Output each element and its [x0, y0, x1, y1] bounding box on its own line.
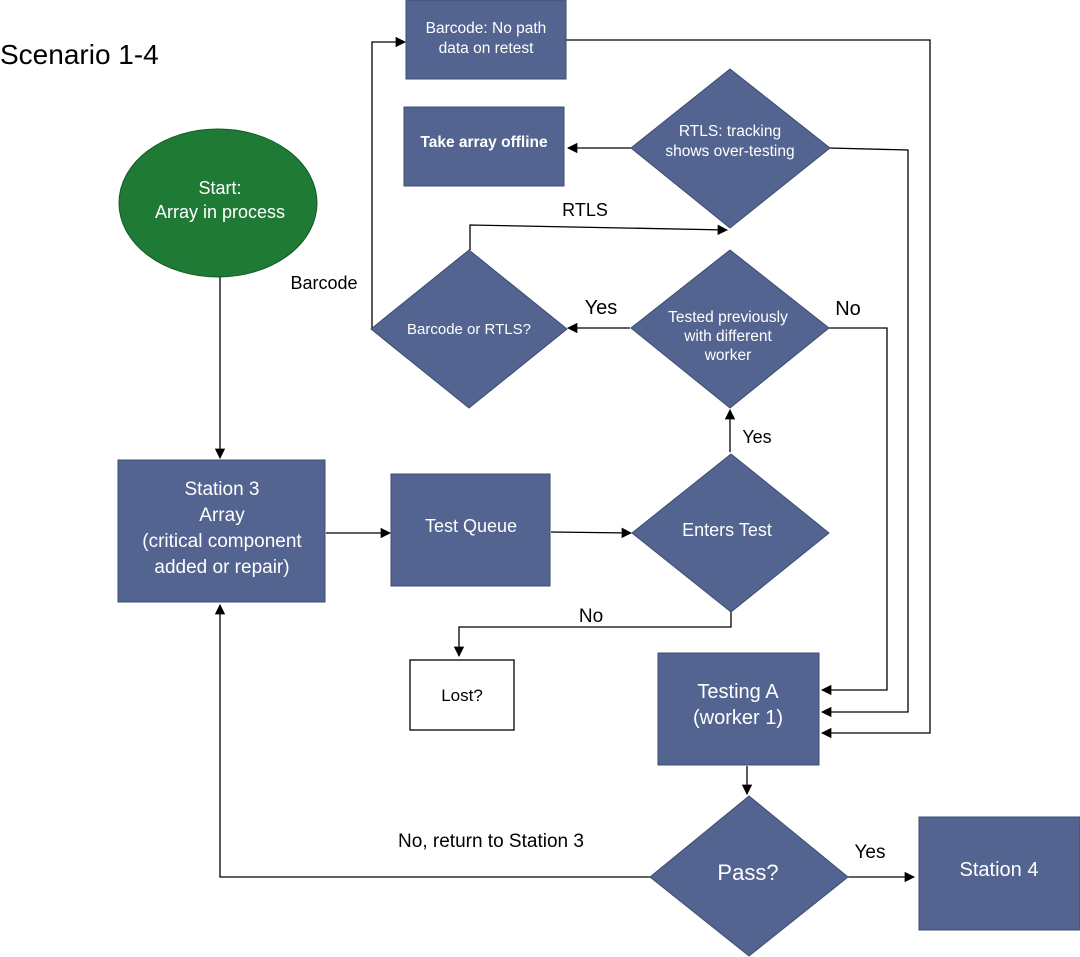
- station4-node: Station 4: [918, 816, 1080, 931]
- testing-a-label-line2: (worker 1): [693, 707, 783, 729]
- test-queue-label: Test Queue: [425, 516, 517, 536]
- barcode-rtls-node: Barcode or RTLS?: [370, 249, 568, 409]
- edge-barcode-rtls-to-barcode-no-path: [371, 36, 407, 329]
- station3-label-line1: Station 3: [185, 479, 260, 500]
- start-node: Start: Array in process: [118, 128, 318, 278]
- pass-node: Pass?: [649, 795, 849, 957]
- enters-test-label: Enters Test: [682, 520, 772, 540]
- edge-label-yes-barcode-rtls: Yes: [585, 297, 618, 319]
- edge-barcode-rtls-to-rtls-tracking: [469, 224, 729, 250]
- tested-prev-label-line2: with different: [683, 328, 772, 345]
- edge-pass-to-station3: [214, 603, 650, 878]
- pass-label: Pass?: [717, 860, 778, 885]
- start-label-line1: Start:: [198, 178, 241, 198]
- testing-a-label-line1: Testing A: [697, 681, 779, 703]
- edge-label-no-return: No, return to Station 3: [398, 831, 584, 852]
- edge-test-queue-to-enters-test: [550, 527, 633, 539]
- rtls-tracking-node: RTLS: tracking shows over-testing: [630, 68, 831, 229]
- barcode-no-path-label-line2: data on retest: [439, 40, 534, 57]
- barcode-rtls-label: Barcode or RTLS?: [407, 321, 531, 338]
- edge-label-no-tested-prev: No: [835, 298, 861, 320]
- start-label-line2: Array in process: [155, 202, 285, 222]
- rtls-tracking-label-line2: shows over-testing: [665, 143, 794, 160]
- lost-node: Lost?: [409, 659, 515, 731]
- page-title: Scenario 1-4: [0, 39, 159, 70]
- edge-label-yes-enters-test: Yes: [742, 427, 771, 447]
- test-queue-node: Test Queue: [390, 473, 551, 587]
- barcode-no-path-node: Barcode: No path data on retest: [405, 0, 567, 80]
- tested-prev-label-line3: worker: [704, 347, 752, 364]
- tested-prev-node: Tested previously with different worker: [630, 249, 830, 409]
- station3-node: Station 3 Array (critical component adde…: [117, 459, 326, 603]
- edge-tested-prev-to-testing-a: [820, 327, 888, 696]
- barcode-no-path-label-line1: Barcode: No path: [426, 20, 547, 37]
- edge-label-no-enters-test: No: [579, 606, 603, 627]
- edge-label-barcode: Barcode: [290, 273, 357, 293]
- testing-a-node: Testing A (worker 1): [657, 652, 820, 766]
- edge-rtls-tracking-to-testing-a: [820, 147, 909, 718]
- edge-label-yes-pass: Yes: [855, 842, 886, 863]
- take-offline-node: Take array offline: [403, 106, 565, 187]
- station3-label-line3: (critical component: [142, 531, 302, 552]
- edge-label-rtls: RTLS: [562, 200, 608, 220]
- station4-label: Station 4: [960, 859, 1039, 881]
- edge-barcode-no-path-to-testing-a: [566, 39, 931, 739]
- enters-test-node: Enters Test: [631, 453, 830, 613]
- edge-enters-test-to-lost: [453, 612, 732, 658]
- lost-label: Lost?: [441, 686, 483, 705]
- station3-label-line2: Array: [199, 505, 245, 526]
- rtls-tracking-label-line1: RTLS: tracking: [679, 123, 781, 140]
- take-offline-label: Take array offline: [420, 134, 548, 151]
- tested-prev-label-line1: Tested previously: [668, 309, 788, 326]
- station3-label-line4: added or repair): [154, 557, 289, 578]
